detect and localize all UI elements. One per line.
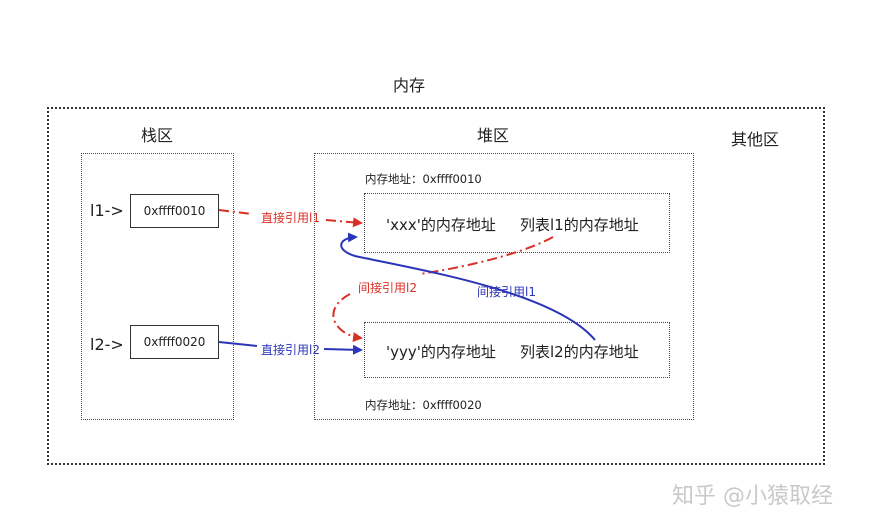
- arrow-indirect-l2: [332, 236, 554, 338]
- arrow-direct-l1: [218, 209, 361, 223]
- heap-object-2-text-b: 列表l2的内存地址: [520, 343, 639, 361]
- memory-region: [47, 107, 825, 465]
- stack-var-l2: l2->: [90, 335, 124, 354]
- watermark: 知乎 @小猿取经: [672, 484, 833, 509]
- heap-title: 堆区: [477, 126, 510, 145]
- stack-cell-l2: 0xffff0020: [130, 325, 219, 359]
- memory-title: 内存: [393, 76, 426, 95]
- heap-region: [314, 153, 694, 420]
- edge-label-direct-l1: 直接引用l1: [261, 211, 320, 225]
- stack-var-l1: l1->: [90, 201, 124, 220]
- arrow-indirect-l1: [340, 232, 596, 341]
- edge-label-indirect-l2: 间接引用l2: [358, 281, 417, 295]
- arrow-direct-l2: [218, 342, 361, 350]
- stack-title: 栈区: [141, 126, 174, 145]
- edge-label-indirect-l1: 间接引用l1: [477, 285, 536, 299]
- heap-object-1-text-a: 'xxx'的内存地址: [386, 216, 496, 234]
- other-region-title: 其他区: [731, 130, 780, 149]
- heap-object-2-text-a: 'yyy'的内存地址: [386, 343, 496, 361]
- stack-cell-l1: 0xffff0010: [130, 194, 219, 228]
- heap-addr-label-1: 内存地址：0xffff0010: [365, 172, 482, 186]
- edge-label-direct-l2: 直接引用l2: [261, 343, 320, 357]
- heap-addr-label-2: 内存地址：0xffff0020: [365, 398, 482, 412]
- heap-object-1-text-b: 列表l1的内存地址: [520, 216, 639, 234]
- stack-region: [81, 153, 234, 420]
